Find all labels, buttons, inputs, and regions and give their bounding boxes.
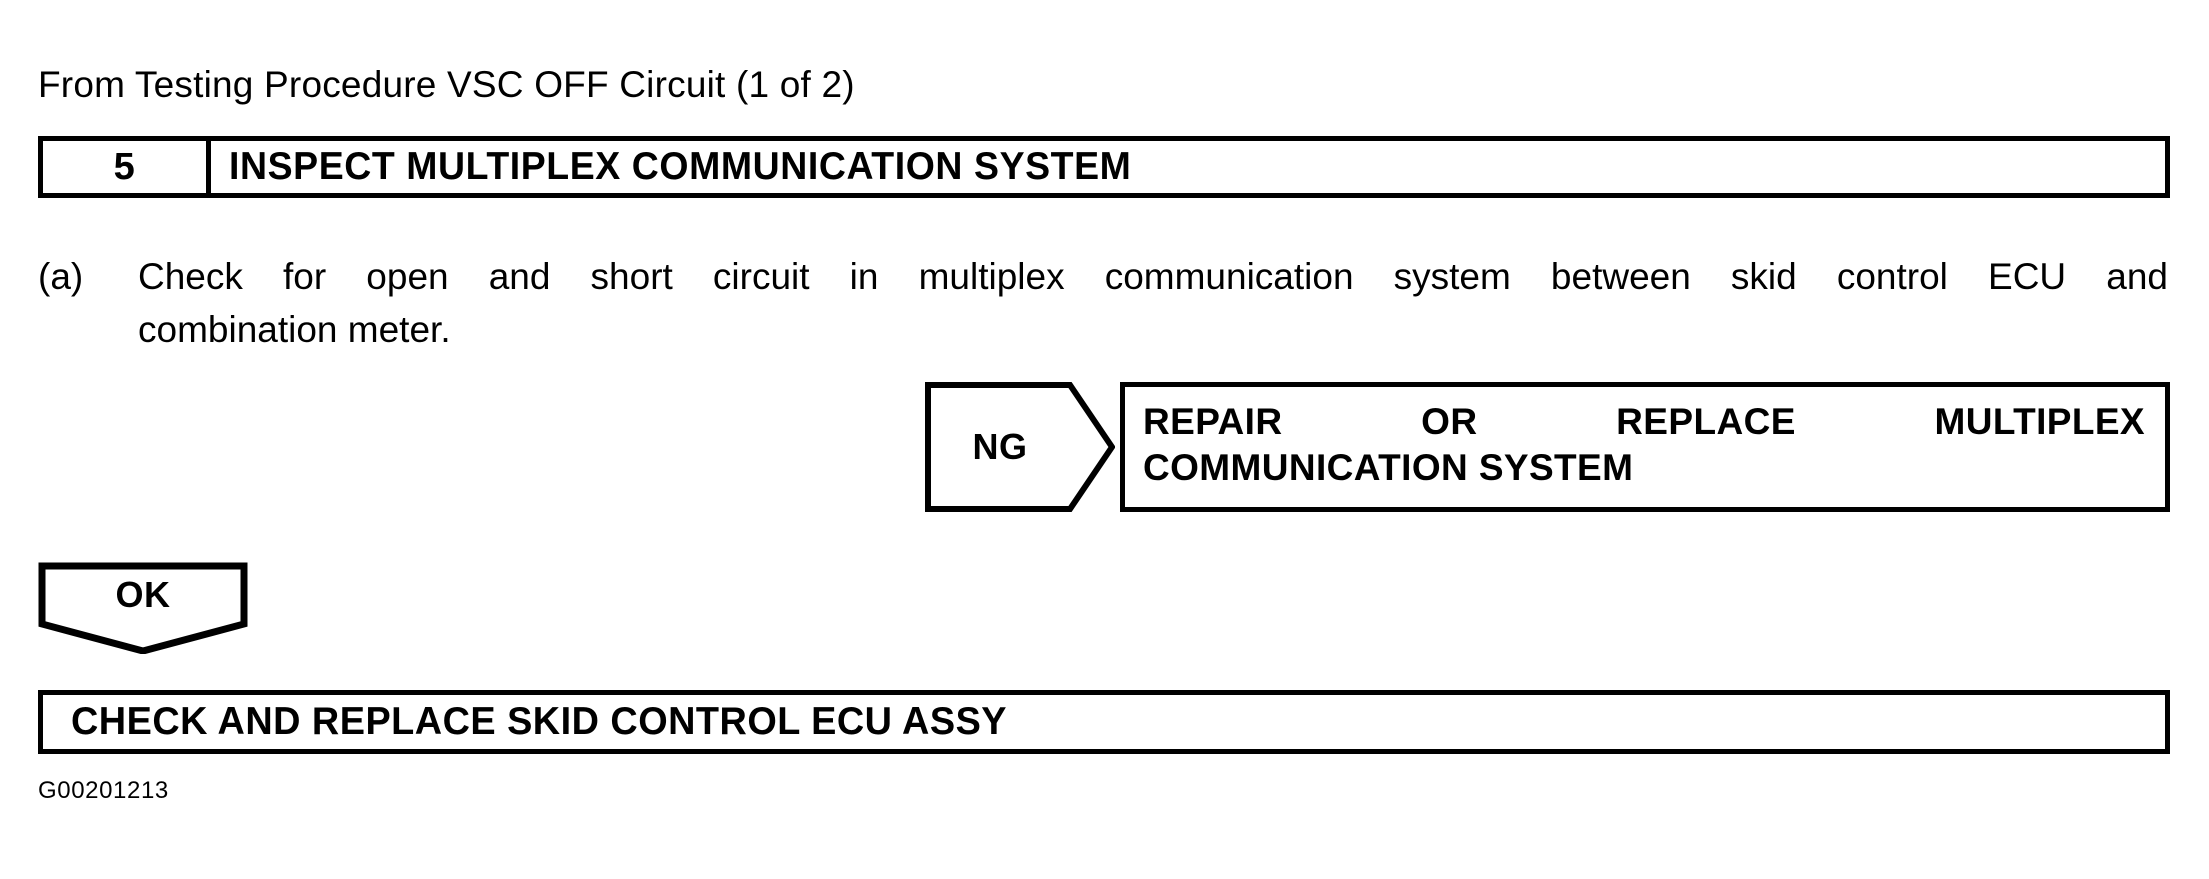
ok-arrow-tag: OK xyxy=(38,562,248,654)
ng-result-line-2: COMMUNICATION SYSTEM xyxy=(1143,447,1634,488)
step-title-cell: INSPECT MULTIPLEX COMMUNICATION SYSTEM xyxy=(211,141,2165,193)
instruction-marker: (a) xyxy=(38,256,84,297)
ng-result-box: REPAIR OR REPLACE MULTIPLEX COMMUNICATIO… xyxy=(1120,382,2170,512)
ng-branch: NG REPAIR OR REPLACE MULTIPLEX COMMUNICA… xyxy=(925,382,2170,512)
step-header-bar: 5 INSPECT MULTIPLEX COMMUNICATION SYSTEM xyxy=(38,136,2170,198)
step-number-cell: 5 xyxy=(43,141,211,193)
outcome-text: CHECK AND REPLACE SKID CONTROL ECU ASSY xyxy=(71,700,1008,743)
step-number: 5 xyxy=(113,145,136,188)
step-title: INSPECT MULTIPLEX COMMUNICATION SYSTEM xyxy=(229,145,1132,188)
instruction-line-2: combination meter. xyxy=(138,309,451,350)
ng-arrow-tag: NG xyxy=(925,382,1115,512)
ng-arrow-icon xyxy=(925,382,1115,512)
instruction-line-1: Check for open and short circuit in mult… xyxy=(138,256,2168,297)
outcome-bar: CHECK AND REPLACE SKID CONTROL ECU ASSY xyxy=(38,690,2170,754)
instruction-block: (a) Check for open and short circuit in … xyxy=(38,250,2168,356)
ok-arrow-down-icon xyxy=(38,562,248,654)
instruction-body: Check for open and short circuit in mult… xyxy=(138,250,2168,356)
source-reference: From Testing Procedure VSC OFF Circuit (… xyxy=(38,64,855,105)
ng-result-line-1: REPAIR OR REPLACE MULTIPLEX xyxy=(1143,401,2145,442)
figure-code: G00201213 xyxy=(38,777,169,804)
